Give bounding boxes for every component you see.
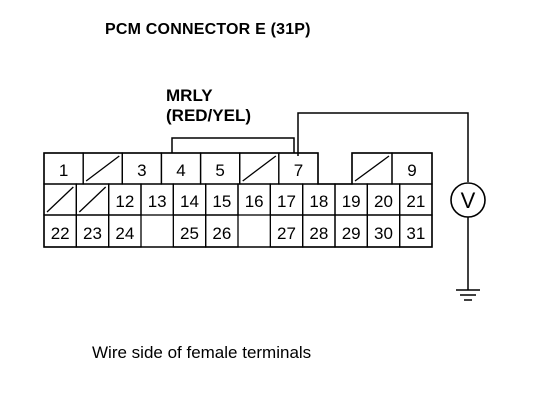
cavity-pin — [399, 214, 433, 248]
pin-number-label: 13 — [148, 192, 167, 211]
pin-number-label: 21 — [406, 192, 425, 211]
pin-number-label: 17 — [277, 192, 296, 211]
pin-number-label: 24 — [115, 224, 134, 243]
voltmeter-icon: V — [450, 182, 486, 218]
pin-number-label: 27 — [277, 224, 296, 243]
pin-number-label: 15 — [212, 192, 231, 211]
pin-number-label: 14 — [180, 192, 199, 211]
voltmeter-symbol: V — [461, 188, 476, 213]
diagram-title: PCM CONNECTOR E (31P) — [105, 21, 311, 38]
unused-slash-icon — [85, 155, 120, 182]
ground-icon — [456, 289, 480, 301]
pin-number-label: 12 — [115, 192, 134, 211]
cavity-pin — [205, 214, 239, 248]
diagram-caption: Wire side of female terminals — [92, 343, 312, 362]
pin-number-label: 5 — [215, 161, 224, 180]
unused-slash-icon — [46, 186, 74, 213]
pin-number-label: 7 — [294, 161, 303, 180]
pin-number-label: 4 — [176, 161, 185, 180]
pin-number-label: 19 — [342, 192, 361, 211]
pin-number-label: 31 — [406, 224, 425, 243]
pin-number-label: 29 — [342, 224, 361, 243]
pin-number-label: 16 — [245, 192, 264, 211]
wire-color-label: (RED/YEL) — [166, 106, 251, 125]
pin-number-label: 18 — [309, 192, 328, 211]
unused-slash-icon — [78, 186, 107, 213]
unused-slash-icon — [354, 155, 390, 182]
pin-number-label: 1 — [59, 161, 68, 180]
pin-number-label: 3 — [137, 161, 146, 180]
cavity-pin — [108, 214, 142, 248]
pin-number-label: 22 — [51, 224, 70, 243]
connector-lock-tab — [171, 137, 295, 153]
pin-number-label: 28 — [309, 224, 328, 243]
pin-number-label: 26 — [212, 224, 231, 243]
test-lead-wire — [297, 112, 469, 182]
pin-number-label: 23 — [83, 224, 102, 243]
pin-number-label: 20 — [374, 192, 393, 211]
wire-name-label: MRLY — [166, 86, 213, 105]
unused-slash-icon — [242, 155, 277, 182]
pin-number-label: 25 — [180, 224, 199, 243]
pin-number-label: 30 — [374, 224, 393, 243]
pin-number-label: 9 — [407, 161, 416, 180]
